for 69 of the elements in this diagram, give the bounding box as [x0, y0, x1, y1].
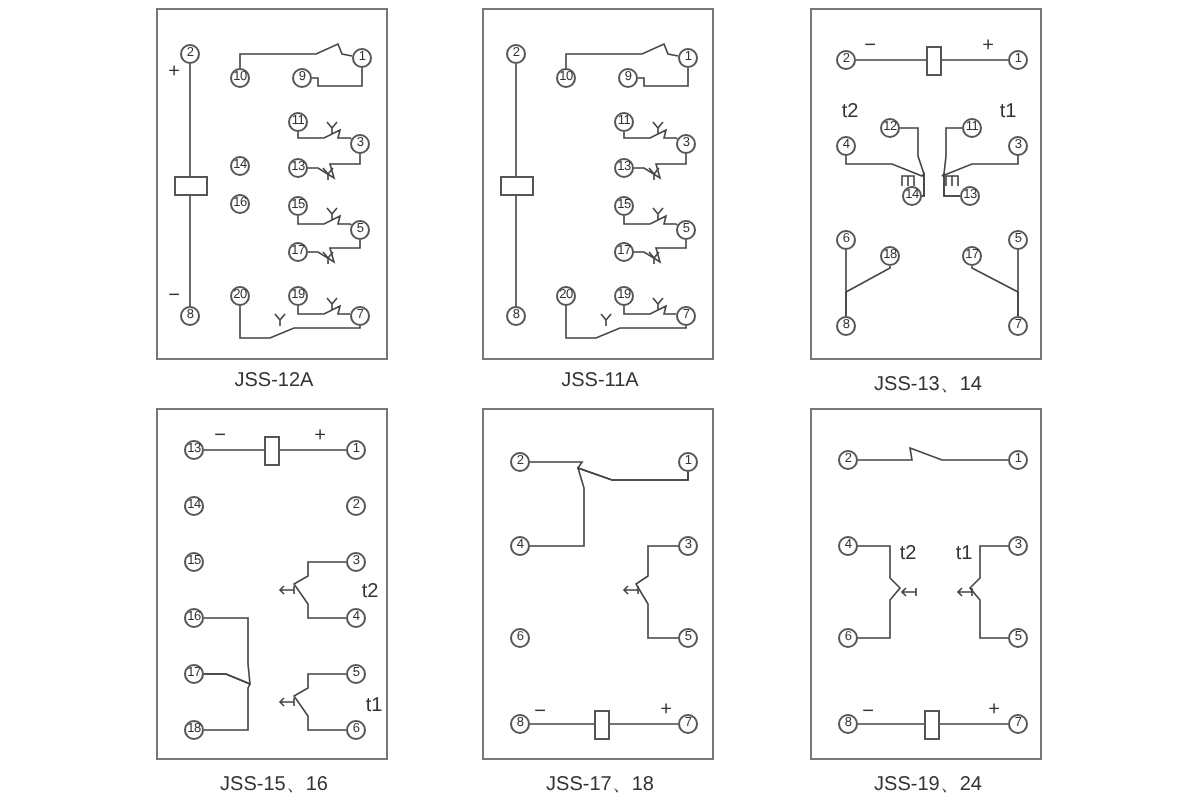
wire — [239, 305, 361, 339]
wire — [565, 305, 687, 339]
coil-symbol — [926, 45, 942, 75]
annotation-label: + — [982, 35, 994, 57]
wire — [623, 214, 679, 226]
wire — [633, 153, 687, 180]
wire — [939, 723, 1009, 725]
annotation-label: − — [864, 35, 876, 57]
wire — [297, 304, 351, 315]
coil-symbol — [594, 709, 610, 739]
annotation-label: + — [988, 699, 1000, 721]
annotation-label: − — [534, 701, 546, 723]
wire — [515, 63, 517, 177]
wire — [634, 545, 679, 639]
wire — [203, 673, 252, 731]
wire — [203, 617, 251, 686]
model-caption: JSS-17、18 — [544, 772, 656, 798]
coil-symbol — [264, 435, 280, 465]
wire — [297, 128, 353, 140]
wire — [529, 723, 595, 725]
wire — [565, 42, 679, 69]
annotation-label: t2 — [361, 581, 379, 603]
coil-symbol — [924, 709, 940, 739]
wire — [623, 128, 679, 140]
wire — [637, 67, 689, 87]
wire — [189, 195, 191, 307]
wire — [307, 239, 361, 264]
wire — [633, 239, 687, 264]
annotation-label: t1 — [365, 695, 383, 717]
model-caption: JSS-15、16 — [218, 772, 330, 798]
annotation-label: t1 — [999, 101, 1017, 123]
wire — [943, 127, 963, 197]
wire — [941, 59, 1009, 61]
model-caption: JSS-13、14 — [872, 372, 984, 398]
model-caption: JSS-12A — [232, 370, 316, 392]
annotation-label: − — [862, 701, 874, 723]
annotation-label: − — [214, 425, 226, 447]
annotation-label: + — [168, 61, 180, 83]
wire — [311, 67, 363, 87]
wire — [203, 449, 265, 451]
wire — [292, 561, 347, 619]
wire — [855, 59, 927, 61]
wire — [279, 449, 347, 451]
annotation-label: + — [314, 425, 326, 447]
model-caption: JSS-19、24 — [872, 772, 984, 798]
coil-symbol — [173, 176, 207, 196]
model-caption: JSS-11A — [559, 370, 641, 392]
wire — [297, 214, 353, 226]
wire — [307, 153, 361, 180]
annotation-label: + — [660, 699, 672, 721]
wire — [292, 673, 347, 731]
annotation-label: t1 — [955, 543, 973, 565]
wire — [857, 545, 902, 639]
wire — [971, 265, 1019, 317]
wire — [899, 127, 925, 197]
wire — [189, 63, 191, 177]
wire — [609, 723, 679, 725]
annotation-label: t2 — [841, 101, 859, 123]
annotation-label: t2 — [899, 543, 917, 565]
wire — [845, 265, 891, 317]
wire — [857, 446, 1009, 461]
wire — [529, 466, 689, 547]
wire — [623, 304, 677, 315]
annotation-label: − — [168, 285, 180, 307]
wire — [968, 545, 1009, 639]
coil-symbol — [499, 176, 533, 196]
wire — [857, 723, 925, 725]
wire — [515, 195, 517, 307]
wire — [239, 42, 353, 69]
